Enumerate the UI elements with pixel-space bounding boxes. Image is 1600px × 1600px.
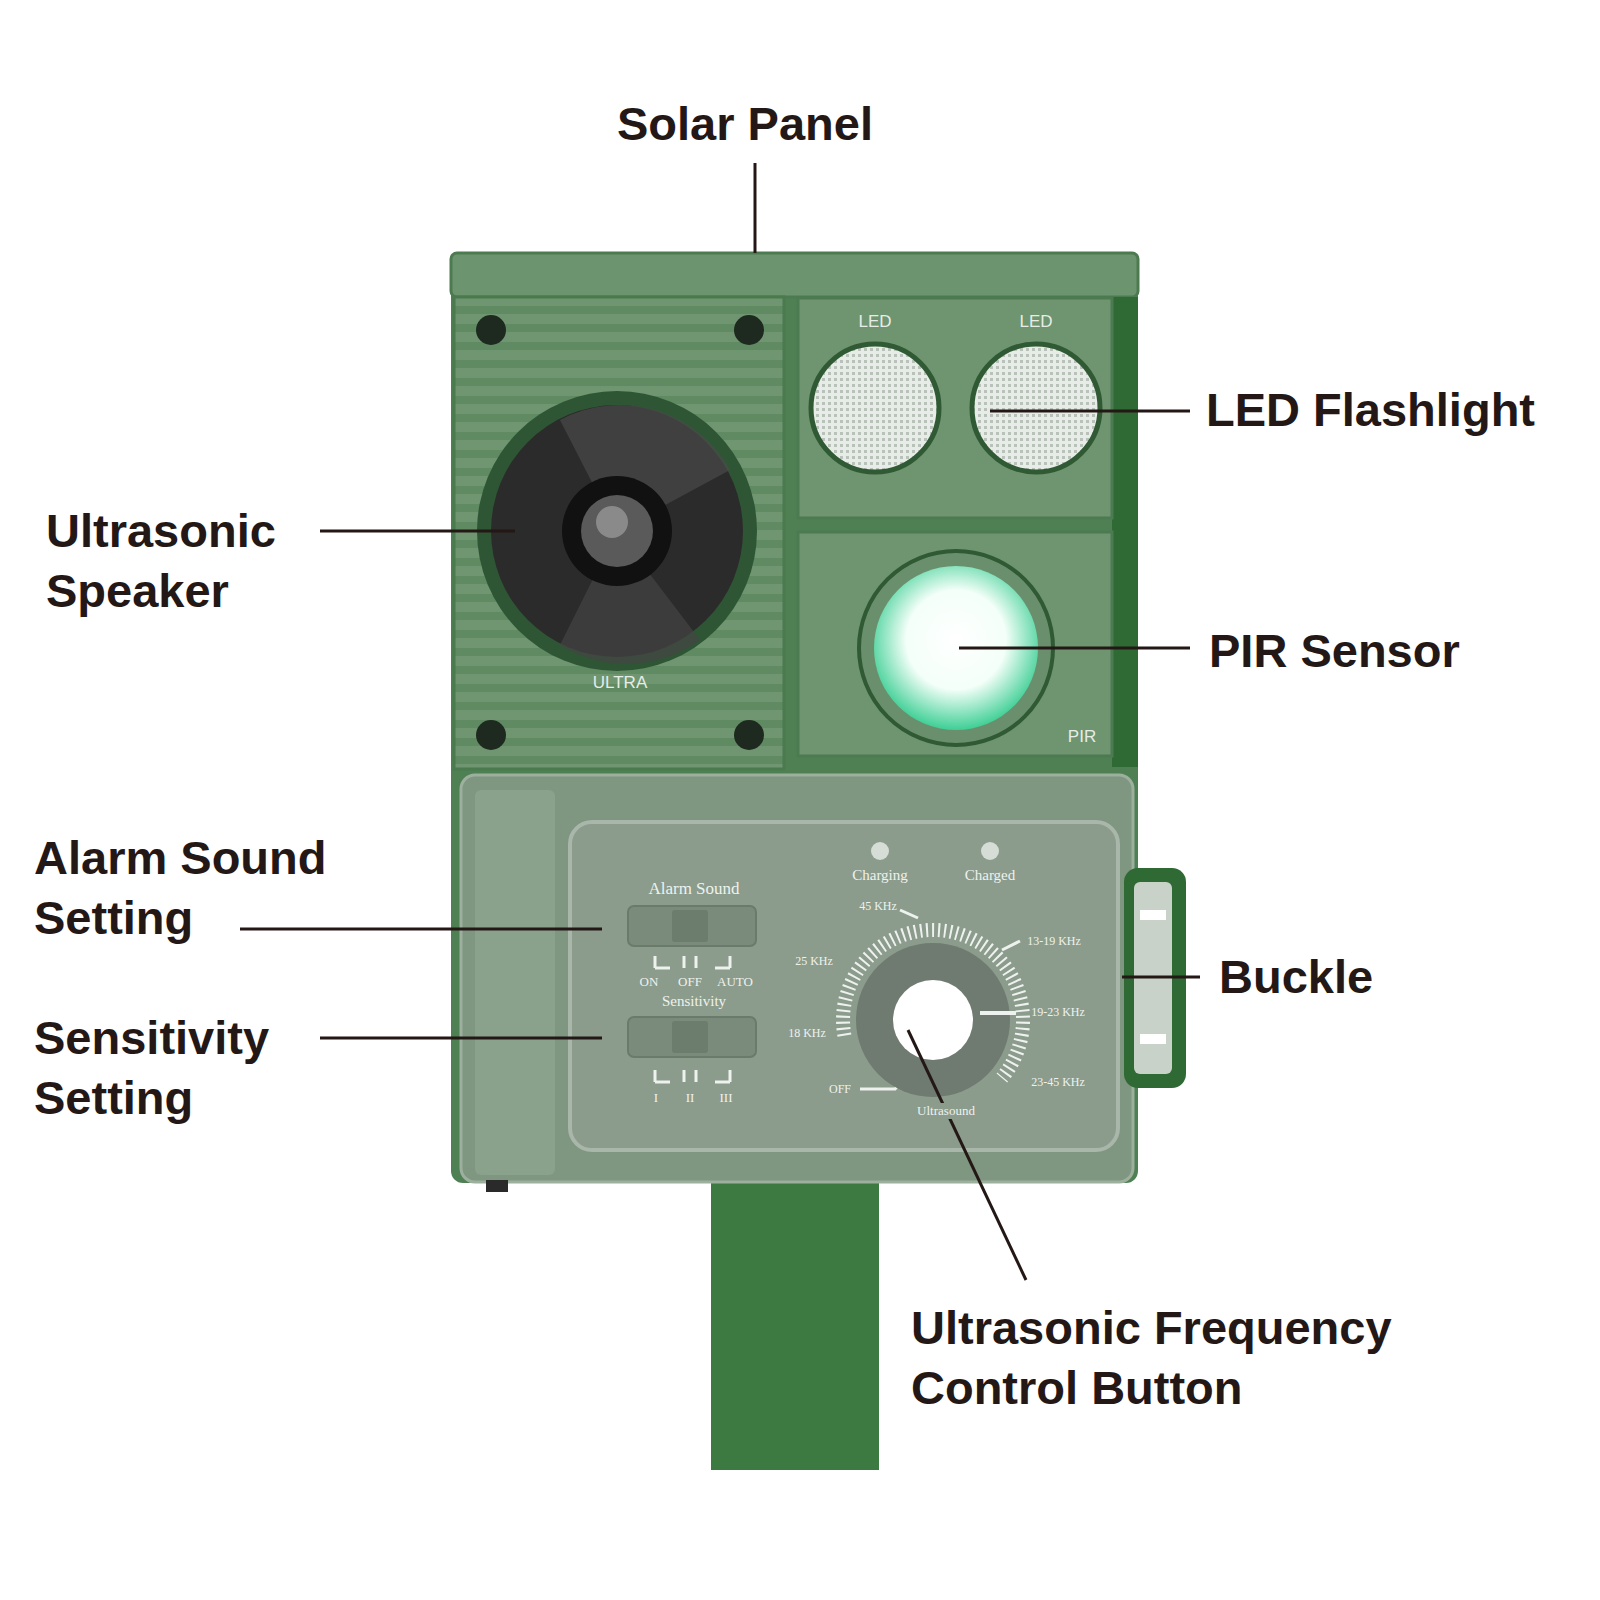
callout-label: Alarm Sound Setting <box>34 828 374 948</box>
callout-label: Sensitivity Setting <box>34 1008 324 1128</box>
housing <box>451 253 1186 1192</box>
switch-title: Alarm Sound <box>648 879 739 899</box>
switch-position: AUTO <box>717 974 753 990</box>
dial-mark: 23-45 KHz <box>1031 1075 1085 1090</box>
dial-mark: OFF <box>829 1082 851 1097</box>
switch-position: I <box>654 1090 658 1106</box>
pir-marking: PIR <box>1068 727 1096 747</box>
speaker-marking: ULTRA <box>593 673 647 693</box>
indicator-label: Charged <box>965 867 1016 884</box>
led-marking: LED <box>1019 312 1052 332</box>
dial-mark: 25 KHz <box>795 954 833 969</box>
callout-label: Buckle <box>1219 947 1373 1007</box>
dial-title: Ultrasound <box>915 1103 977 1119</box>
callout-label: Ultrasonic Speaker <box>46 501 336 621</box>
mounting-pole <box>711 1170 879 1470</box>
switch-position: II <box>686 1090 695 1106</box>
switch-position: III <box>720 1090 733 1106</box>
dial-mark: 18 KHz <box>788 1026 826 1041</box>
callout-label: LED Flashlight <box>1206 380 1535 440</box>
led-marking: LED <box>858 312 891 332</box>
callout-label: Solar Panel <box>617 94 873 154</box>
callout-label: Ultrasonic Frequency Control Button <box>911 1298 1471 1418</box>
leader-lines <box>240 163 1200 1280</box>
indicator-label: Charging <box>852 867 908 884</box>
dial-mark: 45 KHz <box>859 899 897 914</box>
switch-position: ON <box>640 974 659 990</box>
callout-label: PIR Sensor <box>1209 621 1460 681</box>
switch-position: OFF <box>678 974 702 990</box>
switch-title: Sensitivity <box>662 993 726 1010</box>
dial-mark: 13-19 KHz <box>1027 934 1081 949</box>
dial-mark: 19-23 KHz <box>1031 1005 1085 1020</box>
